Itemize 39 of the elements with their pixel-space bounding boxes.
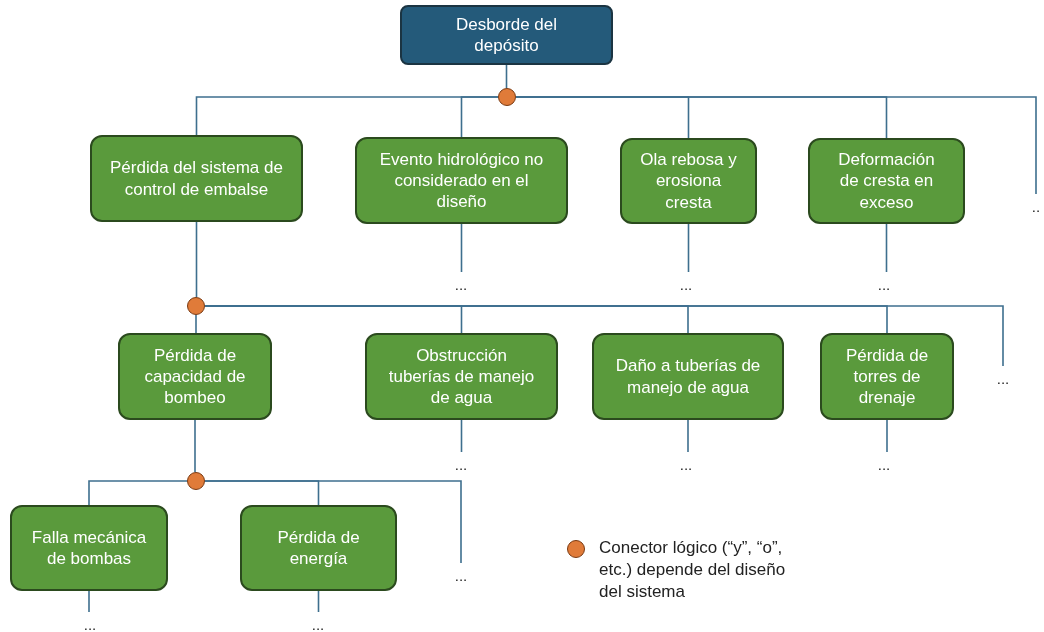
connector-line (194, 419, 196, 473)
connector-line (317, 590, 320, 613)
legend-text: Conector lógico (“y”, “o”, etc.) depende del diseño del sistema (599, 537, 787, 604)
event-box: Pérdida de torres de drenaje (820, 333, 954, 420)
ellipsis: ... (872, 452, 896, 472)
ellipsis: ... (449, 563, 473, 583)
connector-line (886, 419, 888, 453)
connector-line (460, 223, 463, 273)
connector-line (195, 314, 197, 334)
connector-line (687, 223, 690, 273)
event-box: Evento hidrológico no considerado en el diseño (355, 137, 568, 224)
ellipsis: ... (449, 452, 473, 472)
connector-line (505, 64, 508, 89)
event-box: Pérdida del sistema de control de embalse (90, 135, 303, 222)
connector-line (88, 480, 188, 506)
connector-line (204, 480, 462, 564)
connector-line (515, 96, 1037, 195)
event-box: Daño a tuberías de manejo de agua (592, 333, 784, 420)
connector-line (460, 419, 463, 453)
event-box: Pérdida de energía (240, 505, 397, 591)
connector-line (195, 221, 198, 298)
connector-line (88, 590, 90, 613)
event-box: Ola rebosa y erosiona cresta (620, 138, 757, 224)
ellipsis: ... (674, 452, 698, 472)
ellipsis: ... (78, 612, 102, 632)
event-box: Pérdida de capacidad de bombeo (118, 333, 272, 420)
event-box: Deformación de cresta en exceso (808, 138, 965, 224)
ellipsis: ... (872, 272, 896, 292)
ellipsis: ... (674, 272, 698, 292)
event-box: Obstrucción tuberías de manejo de agua (365, 333, 558, 420)
connector-line (687, 419, 689, 453)
connector-line (885, 223, 888, 273)
ellipsis: .. (1028, 194, 1044, 214)
ellipsis: ... (449, 272, 473, 292)
top-event-box: Desborde del depósito (400, 5, 613, 65)
ellipsis: ... (306, 612, 330, 632)
event-box: Falla mecánica de bombas (10, 505, 168, 591)
ellipsis: ... (991, 366, 1015, 386)
connector-line (460, 96, 499, 138)
